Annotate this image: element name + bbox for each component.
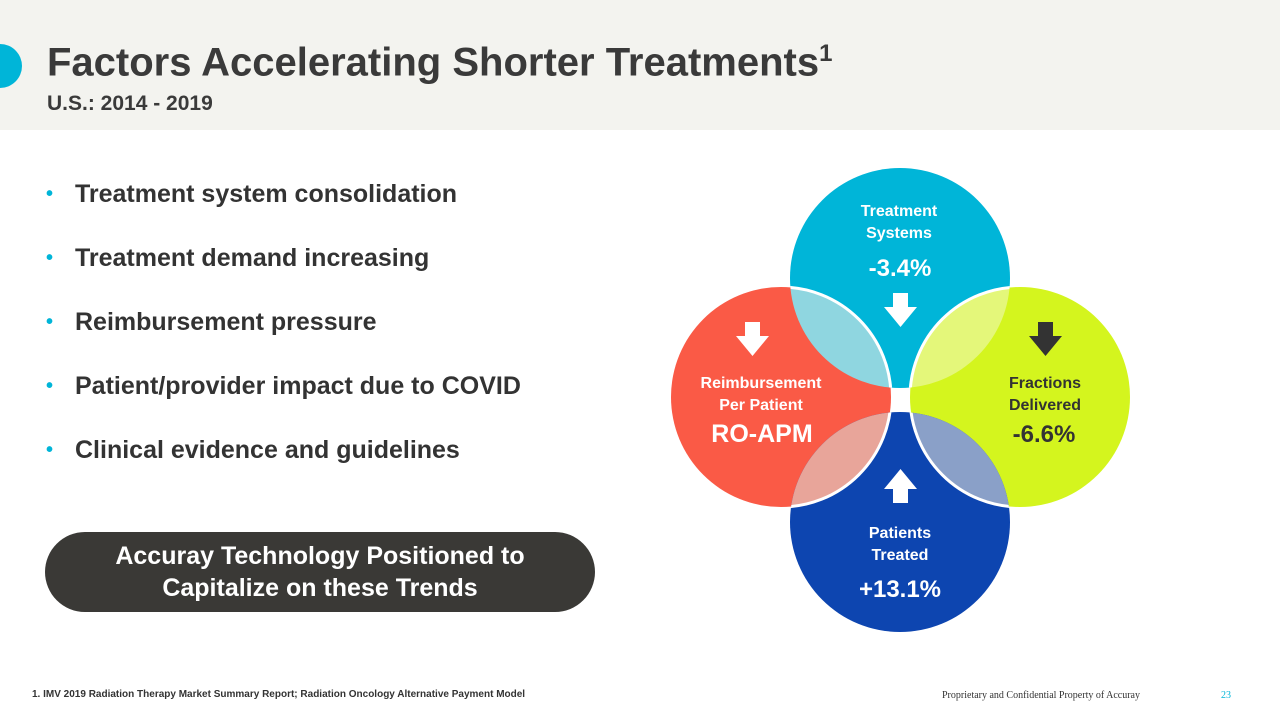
bullet-text: Treatment demand increasing [75, 244, 430, 272]
bullet-text: Patient/provider impact due to COVID [75, 372, 521, 400]
bullet-icon: • [46, 439, 54, 461]
arrow-down-icon [884, 293, 917, 327]
bullet-item: • Reimbursement pressure [40, 308, 521, 372]
value: +13.1% [859, 576, 941, 603]
bullet-item: • Treatment system consolidation [40, 180, 521, 244]
title-footnote-ref: 1 [819, 40, 833, 67]
page-subtitle: U.S.: 2014 - 2019 [47, 92, 213, 115]
label: Systems [866, 225, 932, 242]
bullet-list: • Treatment system consolidation • Treatme… [40, 180, 521, 500]
page-number: 23 [1221, 690, 1231, 701]
callout-line: Accuray Technology Positioned to [115, 542, 525, 570]
bullet-text: Treatment system consolidation [75, 180, 458, 208]
center-gap [891, 390, 909, 410]
bullet-icon: • [46, 183, 54, 205]
confidential-notice: Proprietary and Confidential Property of… [942, 690, 1140, 701]
overlap-top-right [908, 285, 1010, 388]
overlap-bottom-left [790, 412, 893, 509]
label: Treated [872, 547, 929, 564]
bullet-text: Reimbursement pressure [75, 308, 377, 336]
bullet-icon: • [46, 311, 54, 333]
value: -3.4% [869, 255, 932, 282]
callout-line: Capitalize on these Trends [162, 574, 478, 602]
label: Delivered [1009, 397, 1081, 414]
overlap-bottom-right [908, 412, 1010, 509]
label: Patients [869, 525, 931, 542]
header-band [0, 0, 1280, 130]
bullet-item: • Clinical evidence and guidelines [40, 436, 521, 500]
page-title: Factors Accelerating Shorter Treatments1 [47, 40, 832, 85]
callout-pill: Accuray Technology Positioned to Capitali… [45, 532, 595, 612]
overlap-top-left [790, 285, 893, 388]
arrow-down-icon [736, 322, 769, 356]
bullet-icon: • [46, 375, 54, 397]
label: Fractions [1009, 375, 1081, 392]
footnote: 1. IMV 2019 Radiation Therapy Market Sum… [32, 689, 526, 700]
accent-dot [0, 44, 22, 88]
bullet-item: • Treatment demand increasing [40, 244, 521, 308]
label: Per Patient [719, 397, 803, 414]
bullet-text: Clinical evidence and guidelines [75, 436, 460, 464]
bullet-icon: • [46, 247, 54, 269]
arrow-up-icon [884, 469, 917, 503]
bullet-item: • Patient/provider impact due to COVID [40, 372, 521, 436]
value: -6.6% [1013, 421, 1076, 448]
value: RO-APM [711, 420, 812, 448]
arrow-down-icon [1029, 322, 1062, 356]
title-text: Factors Accelerating Shorter Treatments [47, 40, 820, 85]
label: Reimbursement [701, 375, 823, 392]
label: Treatment [861, 203, 938, 220]
